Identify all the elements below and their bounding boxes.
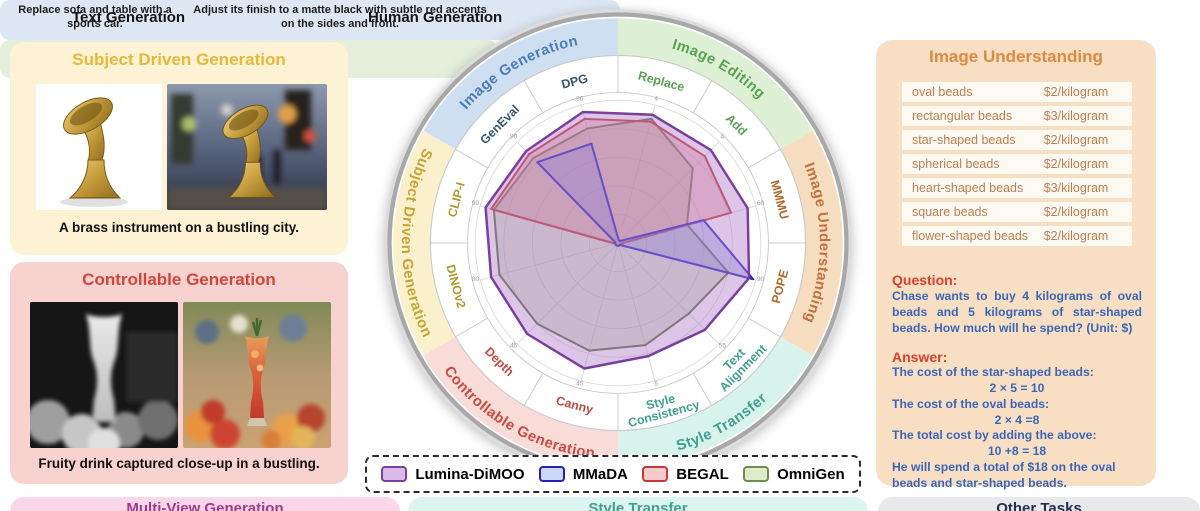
table-row: rectangular beads$3/kilogram xyxy=(902,106,1132,126)
sector-band-image-understanding xyxy=(780,130,843,356)
answer-line: 2 × 5 = 10 xyxy=(989,380,1045,395)
grid-spoke xyxy=(617,104,656,244)
axis-tick-canny: 45 xyxy=(576,381,584,388)
top-header-bar: Text Generation Human Generation xyxy=(0,0,620,40)
answer-line: 10 +8 = 18 xyxy=(987,444,1047,459)
axis-tick-add: 4 xyxy=(720,134,724,141)
mmada-swatch xyxy=(538,466,565,482)
question-label: Question: xyxy=(892,272,958,288)
edit-caption-1: Replace sofa and table with a sports car… xyxy=(18,4,172,31)
radar-svg: 446090555454580909090ReplaceAddMMMUPOPET… xyxy=(384,9,852,477)
sector-band-image-generation xyxy=(423,18,618,150)
bead-price-table: oval beads$2/kilogram rectangular beads$… xyxy=(902,82,1132,250)
grid-spoke xyxy=(617,141,720,244)
text-generation-header: Text Generation xyxy=(72,9,186,26)
other-tasks-title: Other Tasks xyxy=(996,500,1082,511)
multi-view-title: Multi-View Generation xyxy=(126,500,284,511)
legend-item-lumina: Lumina-DiMOO xyxy=(381,465,525,483)
grid-spoke xyxy=(580,242,619,382)
table-row: flower-shaped beads$2/kilogram xyxy=(902,226,1132,246)
sector-band-subject-driven-generation xyxy=(393,130,456,356)
omnigen-swatch xyxy=(743,466,770,482)
answer-line: The cost of the oval beads: xyxy=(892,396,1050,411)
mmada-label: MMaDA xyxy=(572,465,628,483)
band-separator xyxy=(692,80,713,113)
lumina-label: Lumina-DiMOO xyxy=(415,465,525,483)
style-transfer-title: Style Transfer xyxy=(588,500,688,511)
legend-item-begal: BEGAL xyxy=(642,466,729,483)
answer-block: Answer: The cost of the star-shaped bead… xyxy=(892,349,1142,492)
band-separator xyxy=(523,373,544,406)
edit-caption-2: Adjust its finish to a matte black with … xyxy=(193,4,487,31)
depth-map-image xyxy=(30,302,178,448)
axis-tick-replace: 4 xyxy=(654,95,658,102)
omnigen-label: OmniGen xyxy=(777,465,845,483)
style-transfer-panel: Style Transfer xyxy=(408,497,868,511)
subject-driven-title: Subject Driven Generation xyxy=(72,50,286,69)
cocktail-photo xyxy=(183,302,331,448)
image-understanding-card: Image Understanding oval beads$2/kilogra… xyxy=(876,40,1156,490)
controllable-caption: Fruity drink captured close-up in a bust… xyxy=(38,456,320,471)
band-separator xyxy=(523,80,544,113)
grid-ring xyxy=(560,185,676,301)
axis-tick-geneval: 90 xyxy=(510,134,518,141)
city-horn-photo xyxy=(167,84,327,210)
question-text: Chase wants to buy 4 kilograms of oval b… xyxy=(892,289,1142,336)
grid-spoke xyxy=(479,242,619,281)
grid-ring xyxy=(589,214,647,272)
brass-horn-photo xyxy=(36,84,162,210)
band-separator xyxy=(692,373,713,406)
band-separator xyxy=(748,148,781,169)
table-row: square beads$2/kilogram xyxy=(902,202,1132,222)
table-row: star-shaped beads$2/kilogram xyxy=(902,130,1132,150)
question-block: Question: Chase wants to buy 4 kilograms… xyxy=(892,272,1142,336)
radar-legend: Lumina-DiMOO MMaDA BEGAL OmniGen xyxy=(365,455,861,493)
sector-band-style-transfer xyxy=(618,336,813,468)
grid-spoke xyxy=(617,242,720,345)
human-generation-header: Human Generation xyxy=(368,9,503,26)
band-separator xyxy=(455,317,488,338)
table-row: spherical beads$2/kilogram xyxy=(902,154,1132,174)
axis-tick-pope: 90 xyxy=(757,276,765,283)
axis-tick-dinov2: 80 xyxy=(472,276,480,283)
band-separator xyxy=(748,317,781,338)
radar-series-lumina-dimoo xyxy=(484,110,751,370)
controllable-title: Controllable Generation xyxy=(82,270,276,289)
sector-band-image-editing xyxy=(618,18,813,150)
axis-tick-text-alignment: 55 xyxy=(719,342,727,349)
radar-series-mmada xyxy=(536,142,755,281)
grid-ring xyxy=(474,99,762,387)
subject-driven-caption: A brass instrument on a bustling city. xyxy=(58,220,300,235)
axis-tick-dpg: 90 xyxy=(576,95,584,102)
multi-view-generation-panel: Multi-View Generation xyxy=(10,497,400,511)
table-row: oval beads$2/kilogram xyxy=(902,82,1132,102)
band-separator xyxy=(455,148,488,169)
axis-tick-depth: 45 xyxy=(510,342,518,349)
lumina-swatch xyxy=(381,466,408,482)
begal-label: BEGAL xyxy=(676,465,729,483)
grid-spoke xyxy=(617,242,656,382)
radar-axis-label-dpg: DPG xyxy=(560,71,590,91)
legend-item-mmada: MMaDA xyxy=(538,465,628,483)
table-row: heart-shaped beads$3/kilogram xyxy=(902,178,1132,198)
image-understanding-title: Image Understanding xyxy=(929,47,1103,66)
subject-driven-generation-card: Subject Driven Generation xyxy=(10,42,348,255)
grid-spoke xyxy=(516,242,619,345)
answer-label: Answer: xyxy=(892,349,948,365)
axis-tick-style-consistency: 5 xyxy=(654,381,658,388)
axis-tick-clip-i: 90 xyxy=(472,200,480,207)
axis-tick-mmmu: 60 xyxy=(757,200,765,207)
other-tasks-panel: Other Tasks xyxy=(878,497,1200,511)
answer-line: 2 × 4 =8 xyxy=(994,412,1040,427)
grid-ring xyxy=(503,128,733,358)
controllable-generation-card: Controllable Generation xyxy=(10,262,348,484)
answer-line: The total cost by adding the above: xyxy=(892,428,1097,443)
legend-item-omnigen: OmniGen xyxy=(743,466,845,483)
answer-line: He will spend a total of $18 on the oval… xyxy=(892,460,1116,491)
answer-line: The cost of the star-shaped beads: xyxy=(892,365,1094,379)
begal-swatch xyxy=(642,466,669,482)
sector-band-controllable-generation xyxy=(423,336,618,468)
